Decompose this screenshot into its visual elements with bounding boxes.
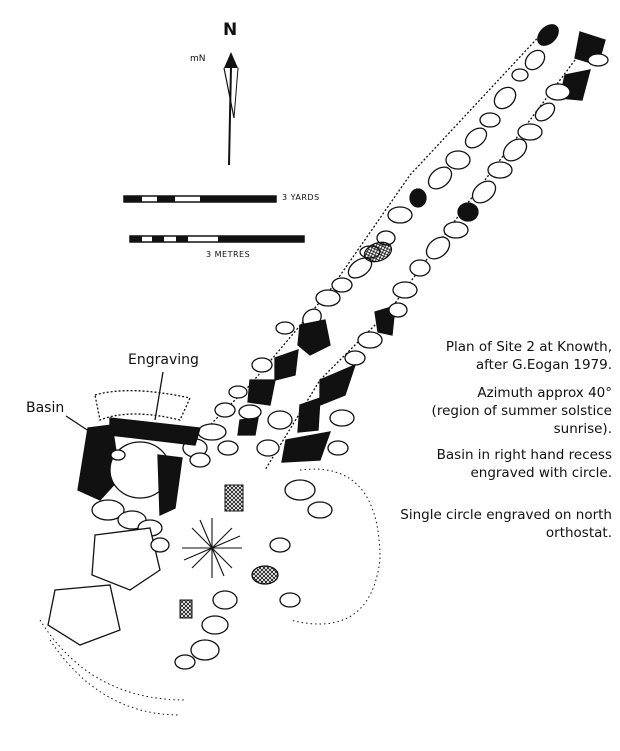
engraving-label: Engraving xyxy=(128,352,199,368)
scale-bar-metres xyxy=(129,235,305,243)
caption-line-5: Basin in right hand recess xyxy=(436,447,612,463)
caption-line-4: (region of summer solstice sunrise). xyxy=(431,403,612,437)
sunburst-icon xyxy=(182,518,242,578)
north-arrow-icon xyxy=(223,52,239,166)
caption-block-1: Plan of Site 2 at Knowth, after G.Eogan … xyxy=(380,338,612,374)
caption-block-4: Single circle engraved on north orthosta… xyxy=(380,506,612,542)
right-passage-stones xyxy=(256,31,609,463)
caption-line-3: Azimuth approx 40° xyxy=(477,385,612,401)
hatched-features xyxy=(179,484,244,619)
north-label: N xyxy=(223,20,238,40)
caption-line-1: Plan of Site 2 at Knowth, xyxy=(445,339,612,355)
outer-stones xyxy=(174,479,333,670)
scale-label-metres: 3 METRES xyxy=(206,250,251,259)
engraved-stone-mid xyxy=(363,241,393,263)
caption-line-6: engraved with circle. xyxy=(470,465,612,481)
caption-block-3: Basin in right hand recess engraved with… xyxy=(380,446,612,482)
scale-bar-yards xyxy=(123,195,277,203)
magnetic-north-label: mN xyxy=(190,54,206,64)
caption-block-2: Azimuth approx 40° (region of summer sol… xyxy=(380,384,612,438)
caption-line-2: after G.Eogan 1979. xyxy=(475,357,612,373)
caption-line-8: orthostat. xyxy=(545,525,612,541)
scale-label-yards: 3 YARDS xyxy=(282,193,320,202)
recess-chamber xyxy=(47,390,211,646)
caption-line-7: Single circle engraved on north xyxy=(400,507,612,523)
basin-label: Basin xyxy=(26,400,65,416)
kerb-arc-right xyxy=(39,468,381,716)
